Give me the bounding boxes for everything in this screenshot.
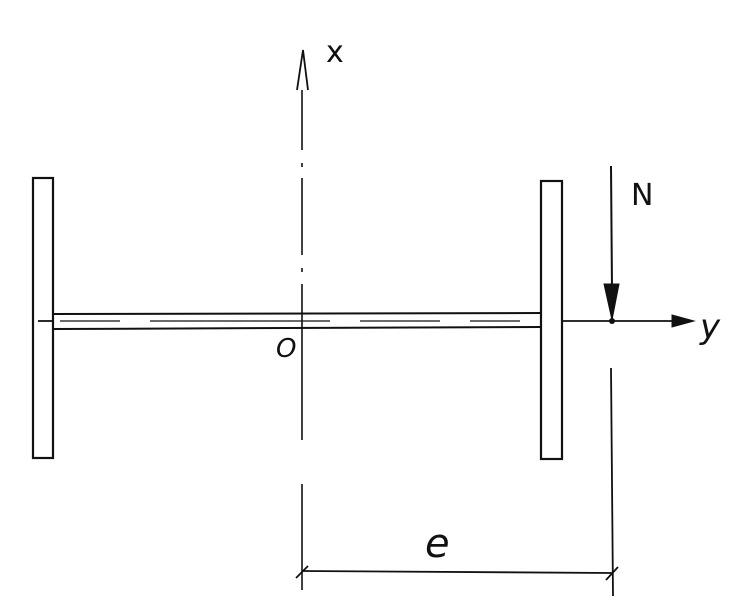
y-axis-arrowhead xyxy=(671,314,696,328)
origin-label: O xyxy=(276,334,296,364)
x-axis-label: x xyxy=(326,35,344,70)
left-flange xyxy=(31,176,55,460)
dimension-extension-line xyxy=(610,367,614,597)
dimension-line xyxy=(301,570,613,574)
dimension-tick-right xyxy=(605,566,619,581)
web xyxy=(52,312,542,330)
force-label: N xyxy=(631,178,653,213)
eccentricity-label: e xyxy=(425,521,450,567)
x-axis-arrowhead xyxy=(296,49,309,91)
force-arrowhead xyxy=(603,283,620,321)
right-flange xyxy=(539,179,564,461)
force-arrow-shaft xyxy=(610,165,613,291)
dimension-tick-left xyxy=(295,565,309,579)
y-axis-label: y xyxy=(699,307,721,347)
force-application-point xyxy=(609,318,615,324)
